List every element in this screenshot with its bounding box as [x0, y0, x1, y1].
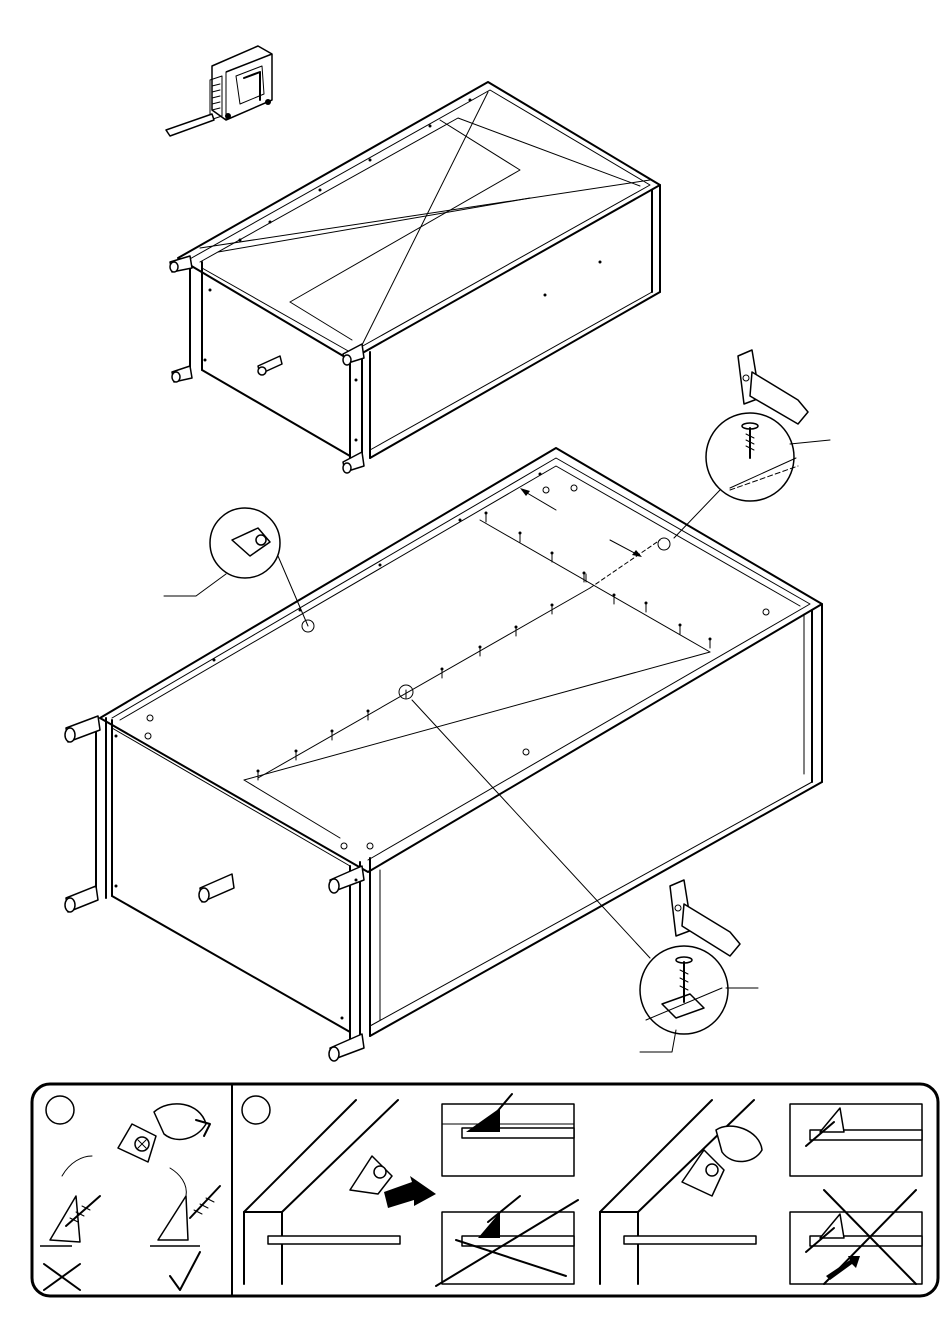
step-circle-icon — [242, 1096, 270, 1124]
tape-measure-icon — [166, 46, 272, 136]
bottom-instruction-panel — [32, 1084, 938, 1296]
hammer-icon — [670, 880, 740, 956]
detail-nail-bottom — [412, 700, 758, 1052]
detail-nail-top — [674, 413, 830, 538]
top-assembly — [170, 82, 660, 473]
step-circle-icon — [46, 1096, 74, 1124]
